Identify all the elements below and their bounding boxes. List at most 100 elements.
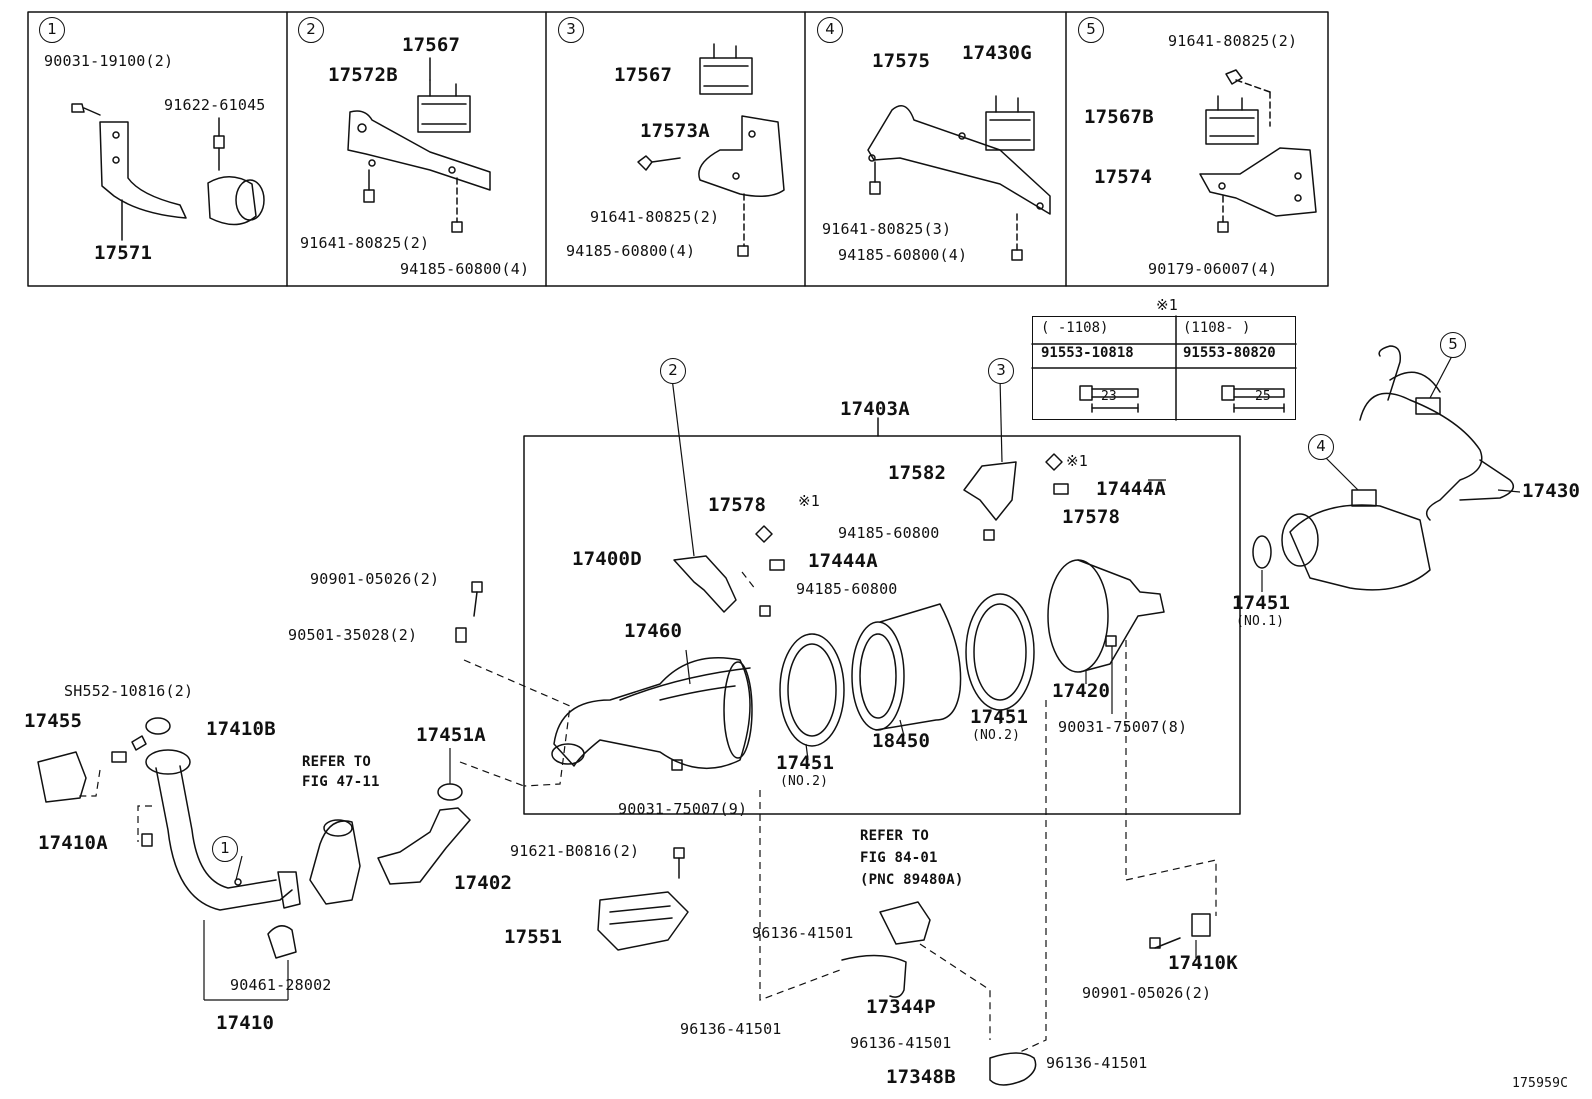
part-label: 90031-75007(9): [618, 800, 748, 818]
refer-note-line2: FIG 84-01: [860, 850, 938, 866]
callout-2: 2: [660, 358, 686, 384]
gasket-17451-no1: [1252, 535, 1272, 569]
panel-number-1: 1: [39, 17, 65, 43]
part-label: 90901-05026(2): [1082, 984, 1212, 1002]
part-label: 91641-80825(3): [822, 220, 952, 238]
part-label: 17430G: [962, 42, 1032, 64]
part-label: 17578: [1062, 506, 1121, 528]
gasket-17451-a: [779, 633, 845, 747]
part-label: 17451: [970, 706, 1029, 728]
part-label: 17571: [94, 242, 153, 264]
part-label: 91622-61045: [164, 96, 266, 114]
part-label: 17567B: [1084, 106, 1154, 128]
note-col1-dim: 23: [1101, 389, 1117, 404]
gasket-17410B: [145, 717, 171, 735]
part-label: 94185-60800(4): [400, 260, 530, 278]
part-label: 17582: [888, 462, 947, 484]
part-label: 17573A: [640, 120, 710, 142]
part-label: 90901-05026(2): [310, 570, 440, 588]
note-mark: ※1: [1156, 296, 1178, 314]
assembly-box-17403A: [523, 435, 1241, 815]
part-label: 90461-28002: [230, 976, 332, 994]
part-label: 17402: [454, 872, 513, 894]
part-label: (NO.1): [1236, 614, 1285, 629]
part-label: 17578: [708, 494, 767, 516]
part-label: 17410A: [38, 832, 108, 854]
note-col2-part: 91553-80820: [1183, 345, 1276, 361]
part-label: 18450: [872, 730, 931, 752]
part-label: 17410: [216, 1012, 275, 1034]
panel-number-4: 4: [817, 17, 843, 43]
callout-5: 5: [1440, 332, 1466, 358]
part-label: 17572B: [328, 64, 398, 86]
part-label: 17410B: [206, 718, 276, 740]
part-label: 17400D: [572, 548, 642, 570]
part-label: 90501-35028(2): [288, 626, 418, 644]
part-label: 17551: [504, 926, 563, 948]
panel-number-3: 3: [558, 17, 584, 43]
part-label: 94185-60800(4): [566, 242, 696, 260]
part-label: 96136-41501: [680, 1020, 782, 1038]
refer-note-line2: FIG 47-11: [302, 774, 380, 790]
diagram-id: 175959C: [1512, 1076, 1569, 1091]
note-ref: ※1: [1066, 452, 1088, 470]
part-label: 90179-06007(4): [1148, 260, 1278, 278]
plate-17455: [37, 751, 87, 803]
part-label: 17344P: [866, 996, 936, 1018]
part-label: SH552-10816(2): [64, 682, 194, 700]
part-label: 17444A: [808, 550, 878, 572]
panel3-drawing: [637, 43, 785, 257]
callout-4: 4: [1308, 434, 1334, 460]
part-label: 17403A: [840, 398, 910, 420]
part-label: 94185-60800: [838, 524, 940, 542]
panel1-drawing: [71, 103, 265, 241]
part-label: 91641-80825(2): [590, 208, 720, 226]
callout-1: 1: [212, 836, 238, 862]
note-ref: ※1: [798, 492, 820, 510]
part-label: 94185-60800(4): [838, 246, 968, 264]
part-label: 17455: [24, 710, 83, 732]
part-label: 17451A: [416, 724, 486, 746]
part-label: 17430: [1522, 480, 1581, 502]
panel4-drawing: [867, 95, 1051, 261]
part-label: 96136-41501: [850, 1034, 952, 1052]
insulator-17551: [597, 891, 689, 951]
panel-number-2: 2: [298, 17, 324, 43]
part-label: 96136-41501: [752, 924, 854, 942]
bracket-17582: [963, 461, 1017, 521]
note-col1-part: 91553-10818: [1041, 345, 1134, 361]
pipe-17402: [377, 807, 471, 885]
part-label: (NO.2): [780, 774, 829, 789]
part-label: 17444A: [1096, 478, 1166, 500]
part-label: 91641-80825(2): [300, 234, 430, 252]
part-label: 96136-41501: [1046, 1054, 1148, 1072]
part-label: 90031-75007(8): [1058, 718, 1188, 736]
note-col1-range: ( -1108): [1041, 320, 1109, 336]
part-label: 91621-B0816(2): [510, 842, 640, 860]
part-label: 94185-60800: [796, 580, 898, 598]
part-label: 90031-19100(2): [44, 52, 174, 70]
refer-note-line3: (PNC 89480A): [860, 872, 964, 888]
pipe-17420: [1047, 559, 1165, 673]
part-label: 17460: [624, 620, 683, 642]
part-label: 17574: [1094, 166, 1153, 188]
part-label: 17451: [776, 752, 835, 774]
refer-note-line1: REFER TO: [860, 828, 930, 844]
panel2-drawing: [347, 57, 491, 233]
hose-17348B: [989, 1052, 1037, 1086]
note-col2-range: (1108- ): [1183, 320, 1251, 336]
detail-panels-frame: [27, 11, 1329, 287]
part-label: 17410K: [1168, 952, 1238, 974]
part-label: 91641-80825(2): [1168, 32, 1298, 50]
muffler-17430: [1281, 345, 1515, 591]
part-label: 17575: [872, 50, 931, 72]
sensor-refer-84-01: [879, 901, 931, 945]
refer-note-line1: REFER TO: [302, 754, 372, 770]
part-label: 17567: [614, 64, 673, 86]
note-col2-dim: 25: [1255, 389, 1271, 404]
note-table: ( -1108) (1108- ) 91553-10818 91553-8082…: [1032, 316, 1296, 420]
hose-17344P: [841, 954, 907, 998]
front-pipe-17410: [145, 749, 301, 911]
part-label: 17567: [402, 34, 461, 56]
